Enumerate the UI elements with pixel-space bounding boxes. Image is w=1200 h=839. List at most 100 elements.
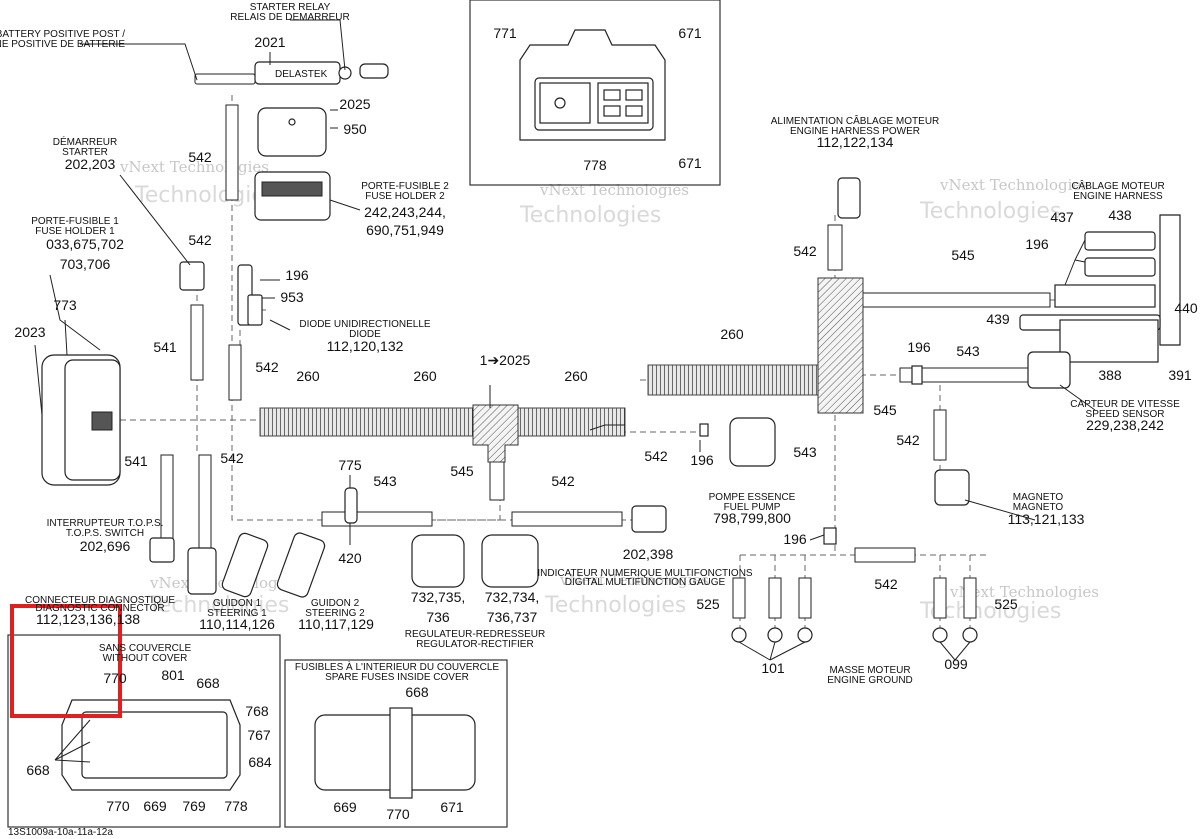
watermark-text: vNext Technologies [539, 181, 689, 199]
ref-number: 2021 [254, 34, 285, 50]
connector-202-398 [631, 505, 667, 533]
caption: CÂBLAGE MOTEUR [1071, 179, 1164, 192]
caption: PORTE-FUSIBLE 1 [31, 216, 119, 227]
connector-196 [699, 423, 709, 437]
ref-number: 542 [188, 149, 212, 165]
caption: INTERRUPTEUR T.O.P.S. [47, 518, 164, 529]
ref-number: 770 [386, 806, 410, 822]
ref-number: 542 [644, 448, 668, 464]
ref-number: 525 [696, 596, 720, 612]
ref-number: 260 [296, 368, 320, 384]
speed-sensor-connector [1027, 351, 1071, 389]
ref-number: 541 [124, 453, 148, 469]
ref-number: 1➔2025 [480, 352, 531, 368]
relay-brand-label: DELASTEK [275, 69, 328, 80]
ref-number: 196 [783, 531, 807, 547]
diagnostic-connector [187, 547, 217, 595]
ref-number: 099 [944, 656, 968, 672]
fuse-holder-2-cover [257, 107, 327, 157]
caption: DIODE UNIDIRECTIONELLE [299, 319, 430, 330]
ref-number: 775 [338, 457, 362, 473]
caption: POMPE ESSENCE [709, 492, 796, 503]
caption: ALIMENTATION CÂBLAGE MOTEUR [771, 114, 940, 127]
fuel-pump-connector [729, 417, 776, 467]
ref-number: 525 [994, 596, 1018, 612]
caption: GUIDON 1 [213, 598, 262, 609]
watermark-text: Technologies [544, 593, 686, 618]
ref-number: 669 [143, 798, 167, 814]
ref-number: 110,114,126 [199, 616, 275, 632]
caption: RELAIS DE DEMARREUR [230, 12, 349, 23]
ref-number: 391 [1168, 367, 1192, 383]
caption: GUIDON 2 [311, 598, 360, 609]
ref-number: 260 [564, 368, 588, 384]
ref-number: 112,122,134 [817, 134, 894, 150]
ref-number: 196 [1025, 236, 1049, 252]
ref-number: 542 [220, 450, 244, 466]
engine-harness-frame [1159, 214, 1181, 346]
corrugated-tubes [259, 364, 819, 437]
caption: WITHOUT COVER [103, 653, 188, 664]
ref-number: 420 [338, 550, 362, 566]
ref-number: 668 [196, 675, 220, 691]
ref-number: 202,203 [65, 156, 116, 172]
ref-number: 196 [690, 452, 714, 468]
ref-number: 769 [182, 798, 206, 814]
ref-number: 260 [413, 368, 437, 384]
tops-switch [149, 537, 175, 563]
caption: MAGNETO [1013, 492, 1064, 503]
caption: FUSE HOLDER 1 [35, 226, 115, 237]
ref-number: 112,123,136,138 [36, 611, 140, 627]
caption: FUSE HOLDER 2 [365, 191, 445, 202]
ref-number: 778 [224, 798, 248, 814]
ref-number: 684 [248, 754, 272, 770]
ref-number: 778 [583, 157, 607, 173]
caption: SANS COUVERCLE [99, 643, 192, 654]
ref-number: 033,675,702 [46, 236, 124, 252]
rectifier-connector [481, 534, 539, 588]
caption: REGULATEUR-REDRESSEUR [405, 629, 545, 640]
connector-196 [823, 527, 837, 545]
ref-number: 543 [793, 444, 817, 460]
caption: INDICATEUR NUMERIQUE MULTIFONCTIONS [537, 568, 753, 579]
connector-388 [1059, 319, 1159, 363]
ref-number: 388 [1098, 367, 1122, 383]
ref-number: 801 [161, 667, 185, 683]
caption: ENGINE HARNESS [1073, 191, 1163, 202]
caption: STARTER [62, 147, 108, 158]
ref-number: 542 [896, 432, 920, 448]
watermark-text: vNext Technologies [939, 176, 1089, 194]
starter-connector [179, 261, 205, 291]
ref-number: 671 [678, 25, 702, 41]
highlight-box [10, 604, 122, 718]
ref-number: 101 [761, 660, 785, 676]
ref-number: 196 [907, 339, 931, 355]
ref-number: 437 [1050, 209, 1074, 225]
caption: STARTER RELAY [250, 2, 331, 13]
gauge-connector [411, 534, 465, 588]
steering-1-connector [221, 532, 269, 598]
ref-number: 545 [873, 402, 897, 418]
watermark-text: vNext Technologies [949, 583, 1099, 601]
ref-number: 439 [986, 311, 1010, 327]
ref-number: 113,121,133 [1008, 511, 1085, 527]
caption: MAGNETO [1013, 502, 1064, 513]
ref-number: 543 [956, 343, 980, 359]
caption: SPARE FUSES INSIDE COVER [325, 672, 469, 683]
ref-number: 703,706 [60, 256, 111, 272]
steering-2-connector [276, 532, 326, 598]
ref-number: 671 [440, 799, 464, 815]
ref-number: 202,696 [80, 538, 131, 554]
ref-number: 671 [678, 155, 702, 171]
ref-number: 736,737 [487, 609, 538, 625]
ref-number: 545 [450, 463, 474, 479]
ref-number: 242,243,244, [364, 204, 446, 220]
ref-number: 229,238,242 [1086, 417, 1164, 433]
connector-438 [1084, 257, 1156, 277]
watermarks: vNext Technologies Technologies vNext Te… [119, 158, 1099, 624]
watermark-text: Technologies [134, 183, 276, 208]
ref-number: 953 [280, 289, 304, 305]
ref-number: 2023 [14, 324, 45, 340]
caption: BATTERY POSITIVE POST / [0, 29, 125, 40]
